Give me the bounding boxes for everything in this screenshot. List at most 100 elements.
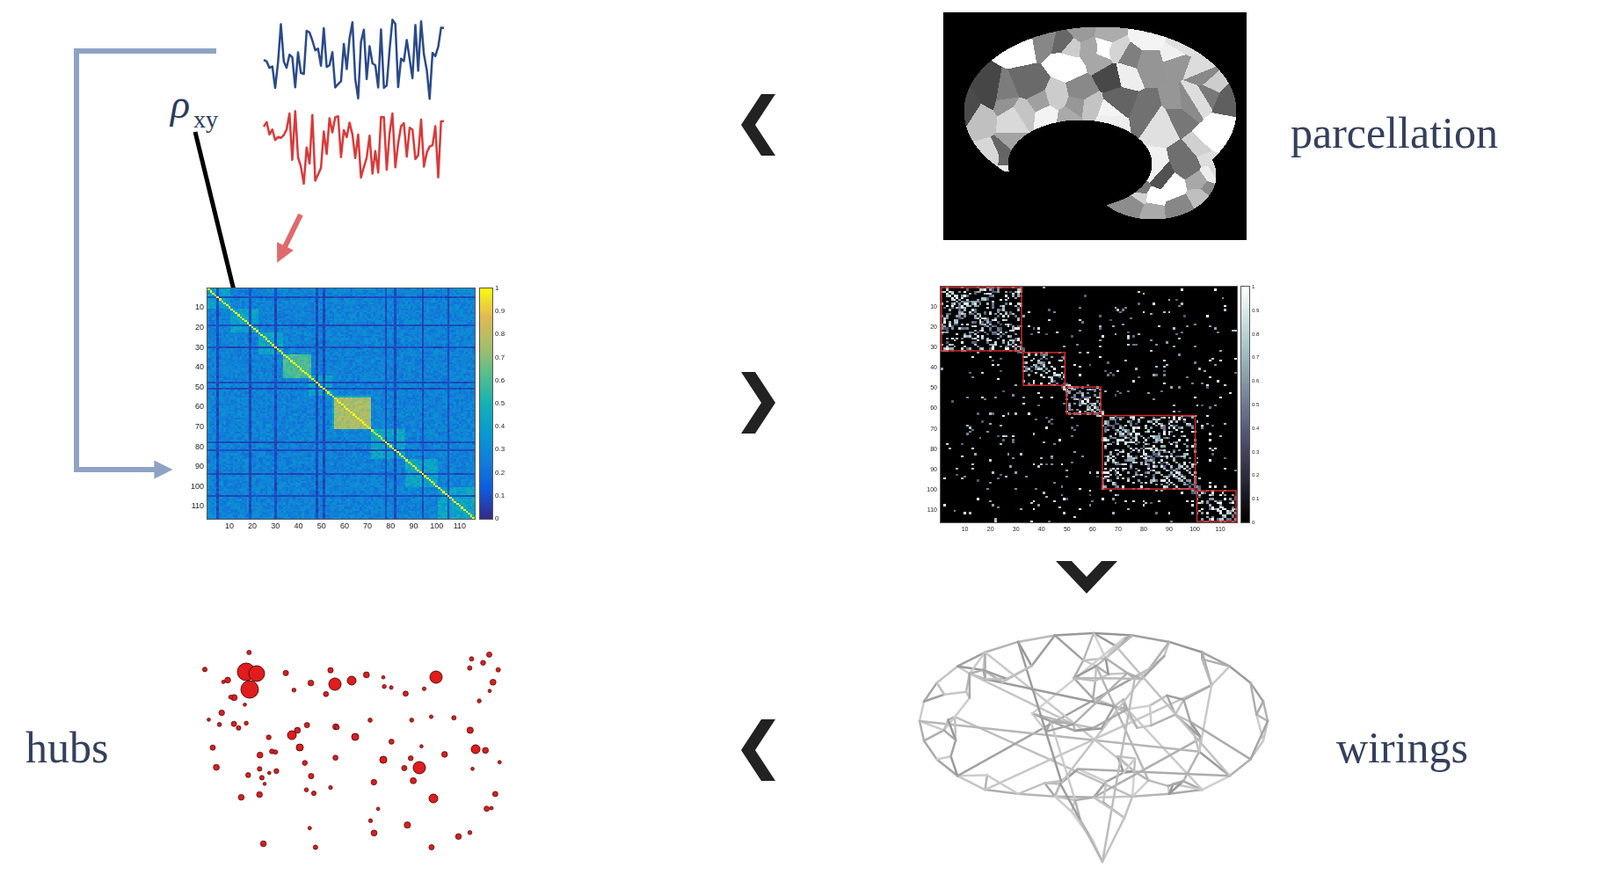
tick-label: 0 (1251, 519, 1255, 525)
hub-dot (244, 720, 249, 726)
wire (1184, 699, 1192, 722)
tick-label: 40 (1038, 525, 1046, 532)
wire (1229, 666, 1251, 684)
step-label: wirings (1336, 725, 1469, 770)
hub-dot (370, 829, 378, 837)
wire (985, 641, 1019, 653)
wire (1149, 705, 1152, 726)
hub-dot (333, 723, 340, 730)
hub-dot (266, 734, 271, 740)
colorbar (1241, 286, 1250, 523)
wire (937, 683, 946, 695)
hub-dot (482, 747, 489, 754)
tick-label: 0.7 (1251, 354, 1259, 360)
hub-dot (471, 744, 480, 754)
tick-label: 110 (191, 501, 204, 510)
wire (1141, 655, 1164, 679)
hub-dot (240, 680, 259, 699)
hub-dot (477, 698, 482, 704)
tick-label: 1 (494, 284, 499, 292)
wire (1184, 684, 1213, 700)
tick-label: 110 (1215, 525, 1226, 532)
tick-label: 0.8 (494, 330, 505, 338)
tick-label: 40 (195, 363, 204, 371)
tick-label: 100 (190, 481, 204, 490)
tick-label: 0.6 (494, 377, 505, 385)
tick-label: 90 (409, 522, 419, 531)
tick-label: 0.1 (1251, 495, 1259, 502)
tick-label: 80 (930, 444, 938, 451)
wire (1018, 782, 1045, 793)
tick-label: 70 (363, 522, 372, 531)
hub-dot (455, 833, 462, 840)
hub-dot (363, 671, 370, 678)
adjacency-matrix (940, 286, 1237, 523)
wire (987, 775, 1019, 794)
hub-dot (274, 768, 280, 774)
hub-dot (429, 714, 433, 719)
hub-dot (376, 807, 380, 811)
hub-dot (388, 739, 394, 745)
wire (1050, 720, 1076, 731)
hub-dot (347, 676, 357, 685)
tick-label: 30 (930, 343, 938, 350)
hub-dot (236, 725, 241, 730)
wire (1044, 780, 1062, 783)
red-arrow (279, 214, 301, 258)
wire (1075, 797, 1094, 800)
wire (1132, 779, 1149, 796)
hub-dot (379, 756, 387, 764)
wire (1132, 635, 1170, 642)
wire (944, 720, 949, 731)
tick-label: 0.2 (494, 469, 505, 477)
hub-dots (193, 642, 510, 854)
hub-dot (257, 766, 262, 771)
tick-label: 0.2 (1251, 472, 1259, 478)
hub-dot (429, 844, 435, 851)
wire (937, 756, 952, 759)
module-boxes (940, 286, 1237, 523)
wire (983, 652, 987, 679)
wire (1093, 632, 1133, 636)
tick-label: 80 (195, 442, 204, 451)
hub-dot (307, 679, 314, 686)
wire (1054, 632, 1094, 636)
hub-dot (471, 766, 475, 771)
tick-label: 40 (294, 522, 304, 531)
wire (968, 673, 972, 699)
wire (1250, 720, 1268, 759)
tick-label: 70 (1114, 525, 1122, 532)
tick-label: 70 (195, 421, 204, 430)
time-series (263, 19, 444, 184)
tick-label: 0.8 (1251, 331, 1259, 337)
wire (944, 729, 956, 740)
hub-dot (429, 793, 438, 803)
wire (1075, 727, 1094, 731)
hub-dot (262, 782, 267, 786)
tick-label: 90 (930, 465, 938, 472)
hub-dot (413, 761, 426, 774)
tick-label: 90 (195, 462, 204, 471)
wire (1074, 665, 1097, 678)
hub-dot (334, 725, 340, 730)
tick-label: 0.9 (494, 307, 505, 315)
hub-dot (410, 777, 417, 784)
wire (985, 678, 1115, 706)
hub-dot (351, 733, 359, 741)
tick-label: 30 (1012, 525, 1020, 532)
tick-label: 110 (453, 522, 466, 531)
hub-dot (308, 773, 314, 779)
parcellation-image (943, 12, 1247, 240)
hub-dot (328, 677, 342, 691)
wire (1032, 635, 1055, 667)
step-label: parcellation (1290, 110, 1499, 155)
hub-dot (421, 686, 426, 691)
hub-dot (467, 665, 473, 670)
wire (1202, 652, 1213, 685)
hub-dot (401, 765, 408, 771)
hub-dot (231, 720, 237, 727)
hub-dot (238, 793, 245, 800)
hub-dot (368, 818, 372, 822)
hub-dot (256, 791, 263, 798)
tick-label: 80 (1140, 525, 1148, 532)
